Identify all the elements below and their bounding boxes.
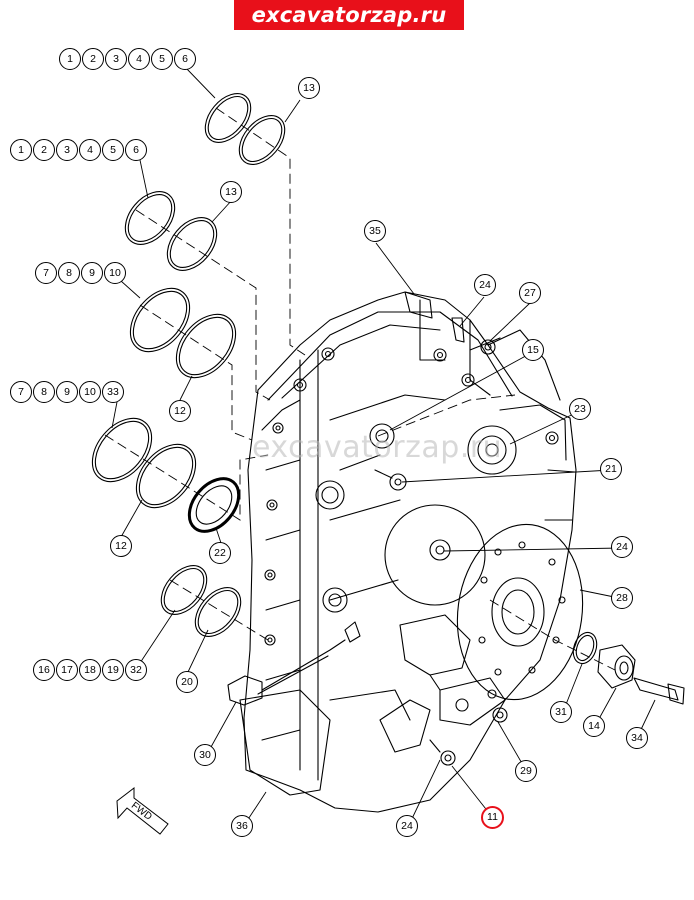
callout-1[interactable]: 1 — [59, 48, 81, 70]
callout-35[interactable]: 35 — [364, 220, 386, 242]
callout-6[interactable]: 6 — [174, 48, 196, 70]
fwd-arrow — [116, 786, 169, 835]
callout-7[interactable]: 7 — [10, 381, 32, 403]
callout-2[interactable]: 2 — [33, 139, 55, 161]
callout-36[interactable]: 36 — [231, 815, 253, 837]
callout-32[interactable]: 32 — [125, 659, 147, 681]
callout-24[interactable]: 24 — [474, 274, 496, 296]
callout-21[interactable]: 21 — [600, 458, 622, 480]
callout-9[interactable]: 9 — [81, 262, 103, 284]
callout-4[interactable]: 4 — [128, 48, 150, 70]
callout-23[interactable]: 23 — [569, 398, 591, 420]
callout-28[interactable]: 28 — [611, 587, 633, 609]
callout-3[interactable]: 3 — [56, 139, 78, 161]
callout-14[interactable]: 14 — [583, 715, 605, 737]
housing-outline — [243, 291, 577, 813]
callout-24[interactable]: 24 — [611, 536, 633, 558]
callout-10[interactable]: 10 — [79, 381, 101, 403]
callout-10[interactable]: 10 — [104, 262, 126, 284]
callout-12[interactable]: 12 — [169, 400, 191, 422]
callout-3[interactable]: 3 — [105, 48, 127, 70]
callout-20[interactable]: 20 — [176, 671, 198, 693]
callout-7[interactable]: 7 — [35, 262, 57, 284]
callout-19[interactable]: 19 — [102, 659, 124, 681]
callout-34[interactable]: 34 — [626, 727, 648, 749]
callout-29[interactable]: 29 — [515, 760, 537, 782]
callout-6[interactable]: 6 — [125, 139, 147, 161]
flange-28 — [456, 523, 584, 701]
callout-22[interactable]: 22 — [209, 542, 231, 564]
callout-2[interactable]: 2 — [82, 48, 104, 70]
callout-15[interactable]: 15 — [522, 339, 544, 361]
callout-5[interactable]: 5 — [102, 139, 124, 161]
callout-12[interactable]: 12 — [110, 535, 132, 557]
callout-18[interactable]: 18 — [79, 659, 101, 681]
callout-33[interactable]: 33 — [102, 381, 124, 403]
callout-5[interactable]: 5 — [151, 48, 173, 70]
callout-9[interactable]: 9 — [56, 381, 78, 403]
callout-1[interactable]: 1 — [10, 139, 32, 161]
callout-24[interactable]: 24 — [396, 815, 418, 837]
callout-13[interactable]: 13 — [220, 181, 242, 203]
callout-11-highlighted[interactable]: 11 — [481, 806, 504, 829]
callout-27[interactable]: 27 — [519, 282, 541, 304]
callout-31[interactable]: 31 — [550, 701, 572, 723]
callout-13[interactable]: 13 — [298, 77, 320, 99]
callout-8[interactable]: 8 — [33, 381, 55, 403]
callout-30[interactable]: 30 — [194, 744, 216, 766]
site-banner[interactable]: excavatorzap.ru — [234, 0, 464, 30]
callout-17[interactable]: 17 — [56, 659, 78, 681]
callout-4[interactable]: 4 — [79, 139, 101, 161]
callout-8[interactable]: 8 — [58, 262, 80, 284]
callout-16[interactable]: 16 — [33, 659, 55, 681]
